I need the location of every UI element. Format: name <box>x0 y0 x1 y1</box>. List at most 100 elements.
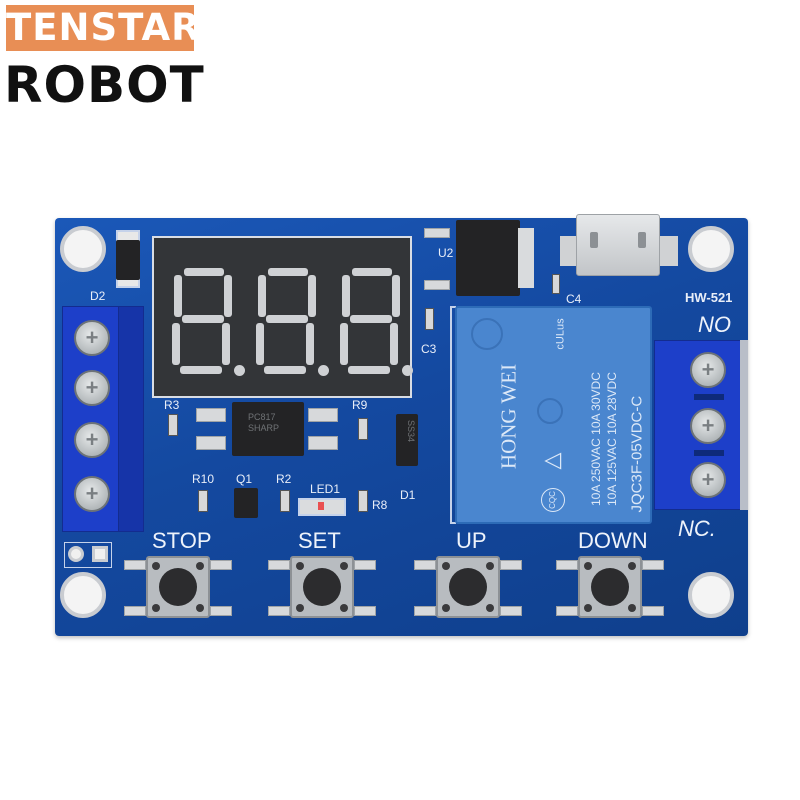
button-pad <box>268 560 290 570</box>
u2-pin-2 <box>424 280 450 290</box>
terminal-screw-nc[interactable] <box>690 462 726 498</box>
up-button[interactable] <box>436 556 500 618</box>
terminal-screw-3[interactable] <box>74 422 110 458</box>
label-up: UP <box>456 528 487 553</box>
optocoupler-marking: PC817 SHARP <box>248 412 280 433</box>
label-d1: D1 <box>400 488 416 502</box>
up-button-cap[interactable] <box>449 568 487 606</box>
button-pad <box>556 560 578 570</box>
relay-ul-mark: cULus <box>554 318 567 350</box>
button-pad <box>124 560 146 570</box>
stop-button-cap[interactable] <box>159 568 197 606</box>
button-pad <box>642 560 664 570</box>
terminal-screw-com[interactable] <box>690 408 726 444</box>
seven-segment-display <box>152 236 413 398</box>
set-button-cap[interactable] <box>303 568 341 606</box>
label-d2: D2 <box>90 289 106 303</box>
relay-cqc-mark: CQC <box>541 488 565 512</box>
mounting-hole-bottom-left <box>60 572 106 618</box>
label-led1: LED1 <box>310 482 341 496</box>
label-nc: NC. <box>678 516 716 541</box>
button-pad <box>354 560 376 570</box>
terminal-screw-2[interactable] <box>74 370 110 406</box>
opto-pad <box>308 436 338 450</box>
relay-rating-2: 10A 125VAC 10A 28VDC <box>605 372 619 506</box>
optocoupler-pc817 <box>232 402 304 456</box>
diode-d1-marking: SS34 <box>406 419 417 443</box>
label-no: NO <box>698 312 731 337</box>
button-pad <box>414 606 436 616</box>
label-r8: R8 <box>372 498 388 512</box>
relay-mold-mark-center <box>537 398 563 424</box>
opto-pad <box>196 408 226 422</box>
button-pad <box>124 606 146 616</box>
button-pad <box>354 606 376 616</box>
relay-mold-mark <box>471 318 503 350</box>
relay-jqc3f: HONG WEI 10A 250VAC 10A 30VDC 10A 125VAC… <box>455 306 652 524</box>
u2-heat-tab <box>518 228 534 288</box>
button-pad <box>500 560 522 570</box>
led1-die <box>318 502 324 510</box>
terminal-screw-1[interactable] <box>74 320 110 356</box>
transistor-q1 <box>234 488 258 518</box>
opto-pad <box>308 408 338 422</box>
terminal-screw-no[interactable] <box>690 352 726 388</box>
u2-pin-1 <box>424 228 450 238</box>
stop-button[interactable] <box>146 556 210 618</box>
button-pad <box>210 606 232 616</box>
voltage-regulator-u2 <box>456 220 520 296</box>
button-pad <box>500 606 522 616</box>
down-button[interactable] <box>578 556 642 618</box>
jumper-pad-square <box>92 546 108 562</box>
opto-pad <box>196 436 226 450</box>
resistor-r3 <box>168 414 178 436</box>
input-terminal-block-side <box>118 306 144 532</box>
display-digit-2 <box>256 268 329 378</box>
button-pad <box>268 606 290 616</box>
capacitor-c3 <box>425 308 434 330</box>
label-r10: R10 <box>192 472 215 486</box>
diode-d2 <box>116 240 140 280</box>
jumper-pad-outline <box>64 542 112 568</box>
label-c4: C4 <box>566 292 582 306</box>
mounting-hole-top-right <box>688 226 734 272</box>
label-stop: STOP <box>152 528 212 553</box>
usb-slot-left <box>590 232 598 248</box>
label-r9: R9 <box>352 398 368 412</box>
relay-rating-1: 10A 250VAC 10A 30VDC <box>589 372 603 506</box>
brand-logo-tenstar: TENSTAR <box>6 5 201 51</box>
label-q1: Q1 <box>236 472 253 486</box>
jumper-pad-round <box>68 546 84 562</box>
display-digit-3 <box>340 268 413 378</box>
relay-silk-outline <box>450 306 456 524</box>
terminal-divider <box>694 394 724 400</box>
resistor-r2 <box>280 490 290 512</box>
diode-d1 <box>396 414 418 466</box>
display-digit-1 <box>172 268 245 378</box>
button-pad <box>210 560 232 570</box>
relay-terminal-edge <box>740 340 748 510</box>
resistor-r9 <box>358 418 368 440</box>
model-label: HW-521 <box>685 290 733 305</box>
relay-brand: HONG WEI <box>496 363 521 470</box>
terminal-divider <box>694 450 724 456</box>
label-r3: R3 <box>164 398 180 412</box>
button-pad <box>414 560 436 570</box>
button-pad <box>556 606 578 616</box>
down-button-cap[interactable] <box>591 568 629 606</box>
brand-logo-robot: ROBOT <box>4 56 205 114</box>
usb-slot-right <box>638 232 646 248</box>
label-r2: R2 <box>276 472 292 486</box>
micro-usb-port[interactable] <box>576 214 660 276</box>
relay-warning-icon: △ <box>538 452 564 470</box>
resistor-r10 <box>198 490 208 512</box>
label-c3: C3 <box>421 342 437 356</box>
label-u2: U2 <box>438 246 454 260</box>
mounting-hole-bottom-right <box>688 572 734 618</box>
capacitor-c4 <box>552 274 560 294</box>
button-pad <box>642 606 664 616</box>
terminal-screw-4[interactable] <box>74 476 110 512</box>
relay-model: JQC3F-05VDC-C <box>628 395 646 513</box>
set-button[interactable] <box>290 556 354 618</box>
resistor-r8 <box>358 490 368 512</box>
